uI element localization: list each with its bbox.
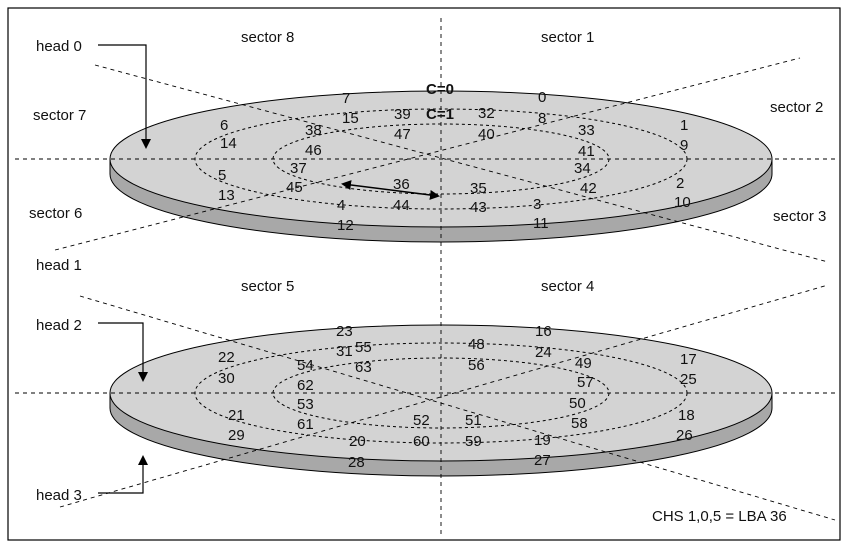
lba-label: 35 (470, 180, 487, 197)
lba-label: 32 (478, 105, 495, 122)
sector3-label: sector 3 (773, 208, 826, 225)
lba-label: 6 (220, 117, 228, 134)
lba-label: 4 (337, 197, 345, 214)
lba-arrow (341, 180, 440, 200)
head1-label: head 1 (36, 257, 82, 274)
lba-label: 46 (305, 142, 322, 159)
caption: CHS 1,0,5 = LBA 36 (652, 508, 787, 525)
lba-label: 9 (680, 137, 688, 154)
lba-label: 43 (470, 199, 487, 216)
sector7-label: sector 7 (33, 107, 86, 124)
head3-pointer (98, 455, 148, 494)
lba-label: 34 (574, 160, 591, 177)
lba-label: 21 (228, 407, 245, 424)
head3-label: head 3 (36, 487, 82, 504)
lba-label: 28 (348, 454, 365, 471)
lba-label: 31 (336, 343, 353, 360)
lba-label: 62 (297, 377, 314, 394)
lba-label: 33 (578, 122, 595, 139)
cylinder0-label: C=0 (426, 81, 454, 98)
lba-label: 55 (355, 339, 372, 356)
lba-label: 60 (413, 433, 430, 450)
lba-label: 61 (297, 416, 314, 433)
lba-label: 17 (680, 351, 697, 368)
lba-label: 15 (342, 110, 359, 127)
lba-label: 40 (478, 126, 495, 143)
lba-label: 30 (218, 370, 235, 387)
lba-label: 63 (355, 359, 372, 376)
lba-label: 56 (468, 357, 485, 374)
lba-label: 0 (538, 89, 546, 106)
lba-label: 50 (569, 395, 586, 412)
head2-pointer (98, 322, 148, 382)
sector-dividers (15, 18, 836, 535)
lba-label: 27 (534, 452, 551, 469)
lba-label: 10 (674, 194, 691, 211)
top-platter-lba-labels: 0 1 2 3 4 5 6 7 8 9 10 11 12 13 14 15 32… (218, 89, 691, 234)
lba-label: 41 (578, 143, 595, 160)
lba-label: 26 (676, 427, 693, 444)
lba-label: 7 (342, 90, 350, 107)
lba-label: 42 (580, 180, 597, 197)
lba-label: 16 (535, 323, 552, 340)
lba-label: 11 (533, 215, 549, 232)
lba-label: 51 (465, 412, 482, 429)
lba-label: 5 (218, 167, 226, 184)
lba-label: 20 (349, 433, 366, 450)
lba-label: 44 (393, 197, 410, 214)
lba-label: 23 (336, 323, 353, 340)
head0-label: head 0 (36, 38, 82, 55)
sector6-label: sector 6 (29, 205, 82, 222)
sector2-label: sector 2 (770, 99, 823, 116)
sector5-label: sector 5 (241, 278, 294, 295)
head2-label: head 2 (36, 317, 82, 334)
lba-label: 18 (678, 407, 695, 424)
lba-label: 1 (680, 117, 688, 134)
lba-label: 14 (220, 135, 237, 152)
lba-label: 22 (218, 349, 235, 366)
head-pointers (98, 44, 151, 494)
lba-label: 47 (394, 126, 411, 143)
head0-pointer (98, 44, 151, 149)
lba-label: 52 (413, 412, 430, 429)
sector8-label: sector 8 (241, 29, 294, 46)
sector1-label: sector 1 (541, 29, 594, 46)
lba-label: 39 (394, 106, 411, 123)
lba-label: 2 (676, 175, 684, 192)
lba-label: 38 (305, 122, 322, 139)
lba-label: 3 (533, 196, 541, 213)
lba-label: 19 (534, 432, 551, 449)
lba-label: 57 (577, 374, 594, 391)
sector4-label: sector 4 (541, 278, 594, 295)
lba-label: 49 (575, 355, 592, 372)
lba-label: 12 (337, 217, 354, 234)
lba-label: 54 (297, 357, 314, 374)
lba-label: 24 (535, 344, 552, 361)
lba-label: 45 (286, 179, 303, 196)
lba-label: 37 (290, 160, 307, 177)
lba-label: 59 (465, 433, 482, 450)
lba-label: 25 (680, 371, 697, 388)
lba-label: 13 (218, 187, 235, 204)
lba-label: 8 (538, 110, 546, 127)
lba-label: 48 (468, 336, 485, 353)
outer-border (7, 7, 841, 541)
lba-label: 53 (297, 396, 314, 413)
lba-label: 29 (228, 427, 245, 444)
lba-label: 58 (571, 415, 588, 432)
bottom-platter-lba-labels: 16 17 18 19 20 21 22 23 24 25 26 27 28 2… (218, 323, 697, 471)
cylinder1-label: C=1 (426, 106, 454, 123)
lba-label: 36 (393, 176, 410, 193)
